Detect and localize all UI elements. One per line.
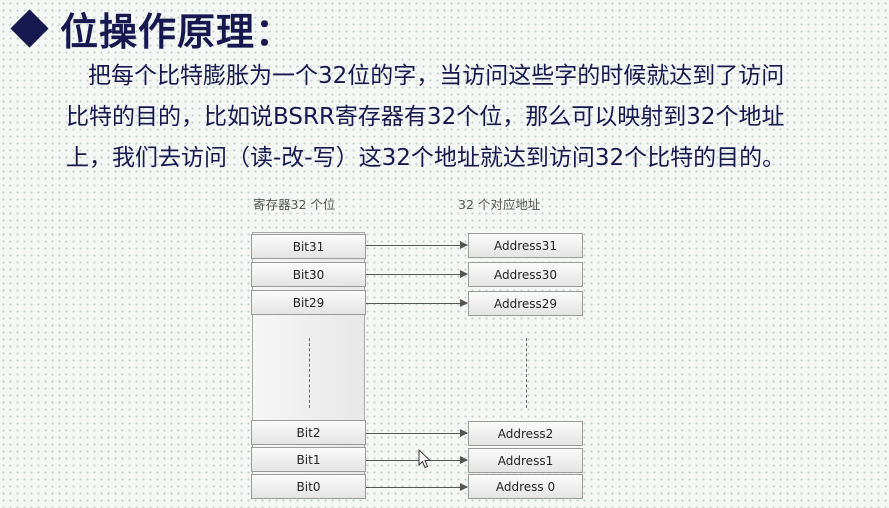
- mapping-arrow-1: [366, 456, 468, 464]
- address-cell-1: Address1: [468, 448, 583, 473]
- mapping-arrow-0: [366, 483, 468, 491]
- mouse-pointer-icon: [418, 449, 432, 469]
- bit-ellipsis-dash: [309, 338, 310, 408]
- bit-cell-29: Bit29: [251, 290, 366, 315]
- paragraph-line-1: 把每个比特膨胀为一个32位的字，当访问这些字的时候就达到了访问: [88, 63, 785, 89]
- address-cell-29: Address29: [468, 291, 583, 316]
- diamond-bullet-icon: [10, 8, 49, 48]
- address-cell-31: Address31: [468, 233, 583, 258]
- mapping-arrow-30: [366, 270, 468, 278]
- address-ellipsis-dash: [526, 338, 527, 408]
- bit-cell-1: Bit1: [251, 447, 366, 472]
- register-column-header: 寄存器32 个位: [253, 197, 336, 212]
- paragraph-line-3: 上，我们去访问（读-改-写）这32个地址就达到访问32个比特的目的。: [66, 145, 786, 171]
- slide-heading: 位操作原理：: [6, 2, 294, 54]
- mapping-arrow-31: [366, 241, 468, 249]
- address-cell-30: Address30: [468, 262, 583, 287]
- bit-cell-31: Bit31: [251, 234, 366, 259]
- address-cell-0: Address 0: [468, 474, 583, 499]
- address-column-header: 32 个对应地址: [458, 197, 541, 212]
- bit-cell-0: Bit0: [251, 474, 366, 499]
- paragraph-line-2: 比特的目的，比如说BSRR寄存器有32个位，那么可以映射到32个地址: [66, 104, 785, 130]
- bit-cell-30: Bit30: [251, 262, 366, 287]
- address-cell-2: Address2: [468, 421, 583, 446]
- mapping-arrow-29: [366, 299, 468, 307]
- slide-title: 位操作原理：: [60, 9, 295, 54]
- bit-cell-2: Bit2: [251, 420, 366, 445]
- mapping-arrow-2: [366, 429, 468, 437]
